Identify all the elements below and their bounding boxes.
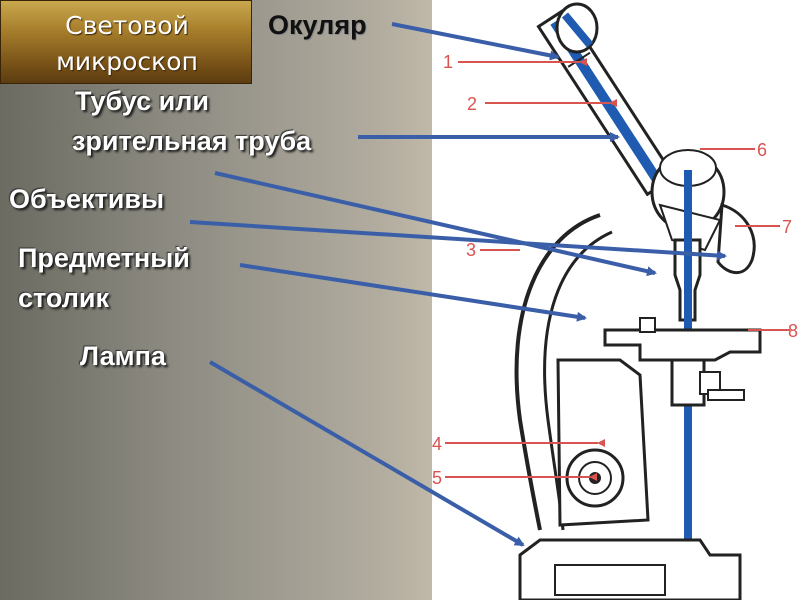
focus-knob <box>718 205 754 273</box>
label-lamp: Лампа <box>80 343 166 370</box>
label-tube-line-2: зрительная труба <box>72 128 311 155</box>
callout-1: 1 <box>443 52 453 72</box>
arrow-objectives-a <box>215 173 655 273</box>
lamp-housing <box>555 565 665 595</box>
callout-8: 8 <box>788 321 798 341</box>
callout-2: 2 <box>467 94 477 114</box>
title-line-1: Световой <box>1 11 253 40</box>
title-line-2: микроскоп <box>1 47 253 76</box>
arrow-eyepiece <box>392 24 558 57</box>
callout-5: 5 <box>432 468 442 488</box>
arrow-stage <box>240 265 585 318</box>
label-stage-line-1: Предметный <box>18 245 190 272</box>
label-stage-line-2: столик <box>18 285 109 312</box>
callout-3: 3 <box>466 240 476 260</box>
callout-6: 6 <box>757 140 767 160</box>
stage <box>605 330 760 360</box>
label-eyepiece: Окуляр <box>268 12 367 39</box>
label-tube-line-1: Тубус или <box>75 88 209 115</box>
callout-4: 4 <box>432 434 442 454</box>
arrow-lamp <box>210 362 523 545</box>
title-box: Световой микроскоп <box>0 0 252 84</box>
callout-7: 7 <box>782 217 792 237</box>
label-objectives: Объективы <box>9 186 164 213</box>
